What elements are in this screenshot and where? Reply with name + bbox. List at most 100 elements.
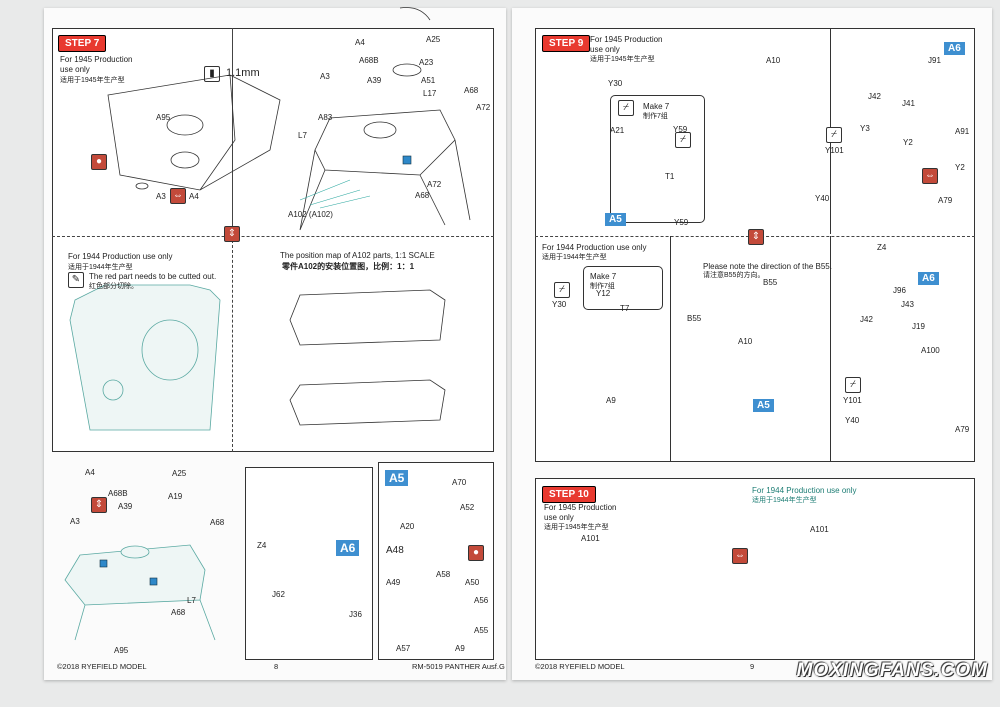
part-label: A4 bbox=[189, 192, 199, 201]
flip-icon: ⇔ bbox=[732, 548, 748, 564]
part-label: A102 (A102) bbox=[288, 210, 333, 219]
part-label: A25 bbox=[426, 35, 441, 44]
part-label: A68 bbox=[171, 608, 186, 617]
part-label: A3 bbox=[320, 72, 330, 81]
swap-arrow-icon: ⇕ bbox=[91, 497, 107, 513]
production-note: For 1944 Production use only bbox=[542, 243, 647, 252]
part-label: A9 bbox=[455, 644, 465, 653]
cut-icon: ⌿ bbox=[618, 100, 634, 116]
part-label: J19 bbox=[912, 322, 925, 331]
step9-panel bbox=[535, 28, 975, 462]
part-tree-tag: A5 bbox=[385, 470, 409, 486]
make-count-zh: 制作7组 bbox=[643, 113, 668, 120]
a6-panel bbox=[245, 467, 373, 660]
part-label: Y30 bbox=[552, 300, 567, 309]
part-label: A9 bbox=[606, 396, 616, 405]
part-label: A72 bbox=[476, 103, 491, 112]
swap-arrow-icon: ⇕ bbox=[748, 229, 764, 245]
part-label: A70 bbox=[452, 478, 467, 487]
part-label: Z4 bbox=[877, 243, 887, 252]
part-label: A39 bbox=[367, 76, 382, 85]
divider bbox=[830, 236, 831, 462]
part-tree-tag: A6 bbox=[918, 272, 939, 285]
direction-note-zh: 请注意B55的方向。 bbox=[703, 272, 765, 279]
part-label: A50 bbox=[465, 578, 480, 587]
direction-note: Please note the direction of the B55. bbox=[703, 262, 832, 271]
part-label: A100 bbox=[921, 346, 940, 355]
part-tree-tag: A6 bbox=[944, 42, 965, 55]
step-9-badge: STEP 9 bbox=[542, 35, 591, 52]
page-number: 9 bbox=[750, 662, 755, 671]
production-note-zh: 适用于1945年生产型 bbox=[544, 524, 609, 531]
part-label: A101 bbox=[581, 534, 600, 543]
part-label: A57 bbox=[396, 644, 411, 653]
part-label: J42 bbox=[860, 315, 873, 324]
product-code: RM-5019 PANTHER Ausf.G bbox=[412, 662, 505, 671]
divider bbox=[232, 240, 233, 452]
part-label: L7 bbox=[298, 131, 307, 140]
cut-note-zh: 红色部分切除。 bbox=[89, 283, 138, 290]
divider bbox=[52, 236, 494, 237]
drill-size: 1.1mm bbox=[226, 67, 260, 79]
part-label: Y101 bbox=[825, 146, 844, 155]
part-label: A79 bbox=[955, 425, 970, 434]
cut-note: The red part needs to be cutted out. bbox=[89, 272, 217, 281]
part-label: A10 bbox=[766, 56, 781, 65]
part-label: J91 bbox=[928, 56, 941, 65]
part-label: A72 bbox=[427, 180, 442, 189]
flip-icon: ⇔ bbox=[170, 188, 186, 204]
drill-icon: ▮ bbox=[204, 66, 220, 82]
cut-icon: ⌿ bbox=[675, 132, 691, 148]
part-label: J36 bbox=[349, 610, 362, 619]
production-note: For 1945 Production use only bbox=[544, 503, 617, 522]
production-note-zh: 适用于1944年生产型 bbox=[68, 264, 133, 271]
part-label: A68 bbox=[415, 191, 430, 200]
part-label: T1 bbox=[665, 172, 675, 181]
copyright: ©2018 RYEFIELD MODEL bbox=[535, 662, 625, 671]
part-label: Y30 bbox=[608, 79, 623, 88]
part-label: A52 bbox=[460, 503, 475, 512]
part-label: Y2 bbox=[903, 138, 913, 147]
part-label: Y3 bbox=[860, 124, 870, 133]
part-tree-tag: A5 bbox=[605, 213, 626, 226]
part-label: A95 bbox=[156, 113, 171, 122]
divider bbox=[670, 236, 671, 462]
part-label: A68B bbox=[108, 489, 128, 498]
production-note-zh: 适用于1945年生产型 bbox=[60, 77, 125, 84]
part-tree-tag: A6 bbox=[336, 540, 360, 556]
part-tree-tag: A5 bbox=[753, 399, 774, 412]
production-note: For 1945 Production use only bbox=[590, 35, 663, 54]
flip-icon: ⇔ bbox=[922, 168, 938, 184]
part-label: J62 bbox=[272, 590, 285, 599]
production-note-zh: 适用于1944年生产型 bbox=[542, 254, 607, 261]
part-label: L7 bbox=[187, 596, 196, 605]
sub-assembly-callout bbox=[610, 95, 705, 223]
glue-icon: ● bbox=[91, 154, 107, 170]
part-label: A51 bbox=[421, 76, 436, 85]
part-label: Y40 bbox=[815, 194, 830, 203]
part-label: B55 bbox=[687, 314, 702, 323]
copyright: ©2018 RYEFIELD MODEL bbox=[57, 662, 147, 671]
part-label: A25 bbox=[172, 469, 187, 478]
part-label: A68B bbox=[359, 56, 379, 65]
part-label: Z4 bbox=[257, 541, 267, 550]
part-label: Y59 bbox=[673, 125, 688, 134]
make-count-zh: 制作7组 bbox=[590, 283, 615, 290]
a5-panel bbox=[378, 462, 494, 660]
part-label: A48 bbox=[386, 545, 404, 556]
part-label: A55 bbox=[474, 626, 489, 635]
part-label: A101 bbox=[810, 525, 829, 534]
step-7-badge: STEP 7 bbox=[58, 35, 107, 52]
part-label: A3 bbox=[70, 517, 80, 526]
part-label: A39 bbox=[118, 502, 133, 511]
production-note-zh: 适用于1945年生产型 bbox=[590, 56, 655, 63]
part-label: A68 bbox=[464, 86, 479, 95]
production-note: For 1944 Production use only bbox=[752, 486, 857, 495]
part-label: A19 bbox=[168, 492, 183, 501]
part-label: Y101 bbox=[843, 396, 862, 405]
cut-icon: ⌿ bbox=[554, 282, 570, 298]
knife-icon: ✎ bbox=[68, 272, 84, 288]
cut-icon: ⌿ bbox=[845, 377, 861, 393]
divider bbox=[232, 28, 233, 233]
step10-panel bbox=[535, 478, 975, 660]
